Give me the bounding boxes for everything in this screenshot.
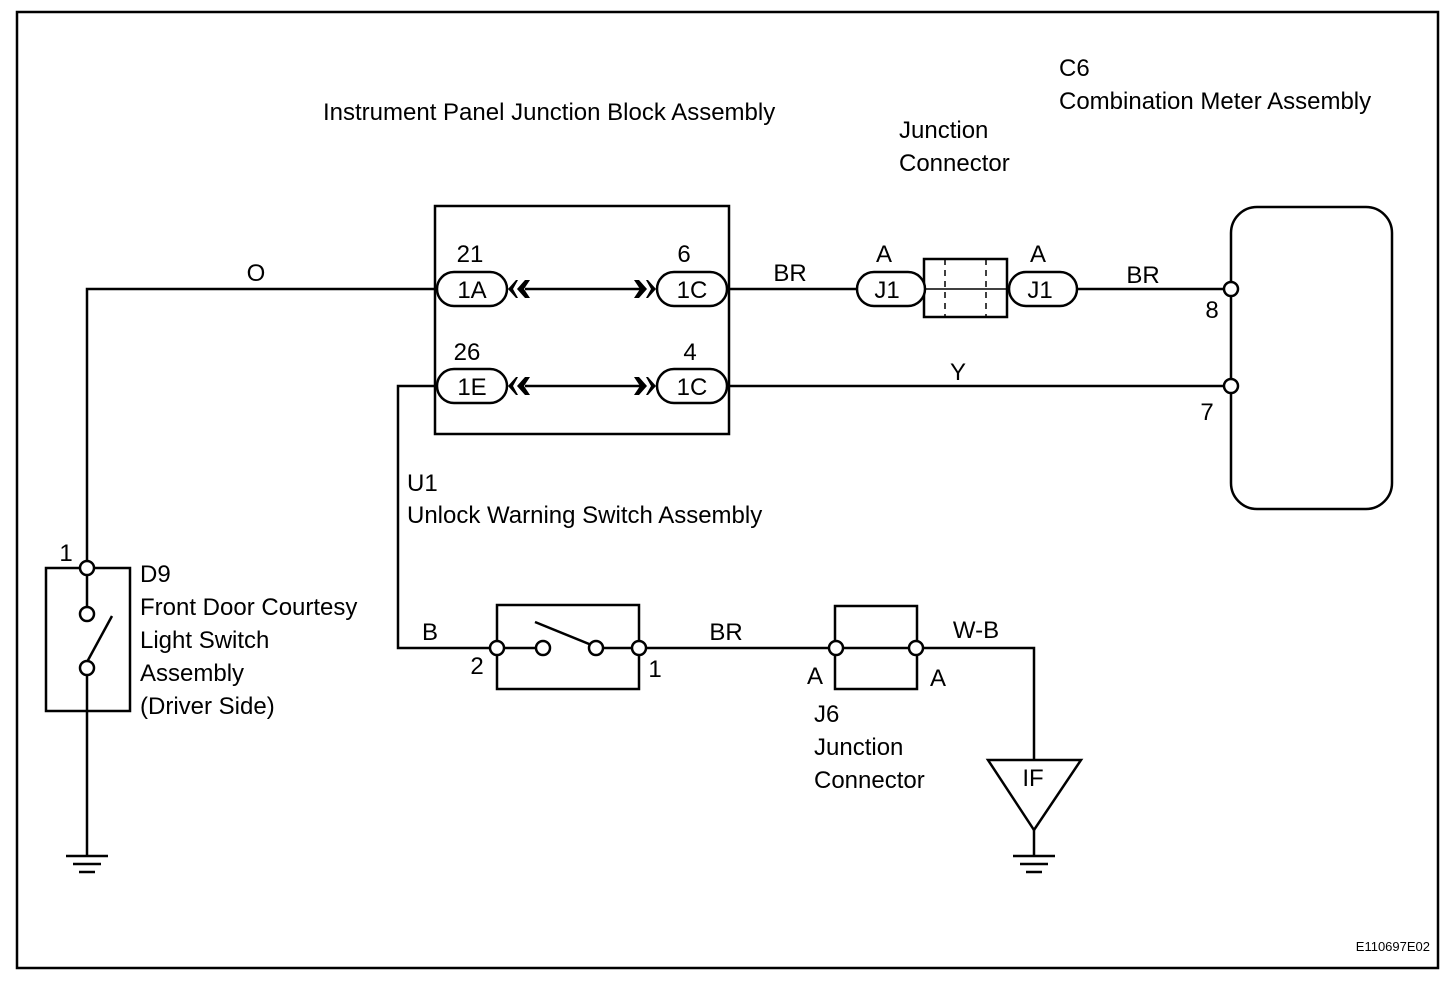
j6-terminal-right xyxy=(907,639,925,657)
connector-1c-top xyxy=(655,270,729,308)
j1-right-plug xyxy=(1007,270,1079,308)
jb-arrow-left-bottom xyxy=(508,377,530,395)
jb-arrow-right-bottom xyxy=(634,377,656,395)
connector-1c-bottom xyxy=(655,367,729,405)
meter-name: Combination Meter Assembly xyxy=(1059,88,1371,115)
pin-4: 4 xyxy=(683,339,696,366)
door-switch-name-line1: Front Door Courtesy xyxy=(140,594,357,621)
j1-connector-body xyxy=(922,257,1009,319)
connector-1e-label: 1E xyxy=(457,374,486,401)
pin-6: 6 xyxy=(677,241,690,268)
meter-terminal-8 xyxy=(1222,280,1240,298)
door-switch-name-line2: Light Switch xyxy=(140,627,269,654)
connector-1a-label: 1A xyxy=(457,277,486,304)
unlock-switch-contact-right xyxy=(587,639,605,657)
connector-1c-bottom-label: 1C xyxy=(677,374,708,401)
ground-point-triangle xyxy=(985,758,1084,833)
junction-connector-title-line2: Connector xyxy=(899,150,1010,177)
unlock-switch-blade xyxy=(534,620,595,648)
ground-icon-door xyxy=(66,854,108,874)
j6-name-line1: Junction xyxy=(814,734,903,761)
wire-wb xyxy=(922,646,1036,760)
j6-terminal-left xyxy=(827,639,845,657)
junction-block-title: Instrument Panel Junction Block Assembly xyxy=(323,99,775,126)
door-switch-terminal-1 xyxy=(78,559,96,577)
wire-label-br-top-left: BR xyxy=(773,260,806,287)
connector-1c-top-label: 1C xyxy=(677,277,708,304)
j6-pin-right: A xyxy=(930,665,946,692)
unlock-switch-code: U1 xyxy=(407,470,438,497)
unlock-switch-terminal-1 xyxy=(630,639,648,657)
ground-icon-if xyxy=(1013,854,1055,874)
pin-8: 8 xyxy=(1205,297,1218,324)
pin-1-unlock: 1 xyxy=(648,656,661,683)
pin-21: 21 xyxy=(457,241,484,268)
connector-1e xyxy=(435,367,509,405)
j1-left-pin: A xyxy=(876,241,892,268)
wire-b xyxy=(396,384,497,650)
door-switch-name-line4: (Driver Side) xyxy=(140,693,275,720)
j1-left-plug xyxy=(855,270,927,308)
wire-o xyxy=(85,287,437,568)
j6-name-line2: Connector xyxy=(814,767,925,794)
door-switch-name-line3: Assembly xyxy=(140,660,244,687)
door-switch-contact-bottom xyxy=(78,659,96,677)
wire-label-b: B xyxy=(422,619,438,646)
pin-7: 7 xyxy=(1200,399,1213,426)
junction-connector-title-line1: Junction xyxy=(899,117,988,144)
jb-arrow-left-top xyxy=(508,280,530,298)
connector-1a xyxy=(435,270,509,308)
meter-terminal-7 xyxy=(1222,377,1240,395)
diagram-frame xyxy=(15,10,1440,970)
door-switch-code: D9 xyxy=(140,561,171,588)
j6-pin-left: A xyxy=(807,663,823,690)
pin-1-door: 1 xyxy=(59,540,72,567)
wire-label-wb: W-B xyxy=(953,617,999,644)
pin-26: 26 xyxy=(454,339,481,366)
door-switch-blade xyxy=(85,615,114,663)
j6-code: J6 xyxy=(814,701,839,728)
unlock-switch-name: Unlock Warning Switch Assembly xyxy=(407,502,762,529)
wire-label-y: Y xyxy=(950,359,966,386)
combination-meter-box xyxy=(1229,205,1394,511)
meter-code: C6 xyxy=(1059,55,1090,82)
unlock-switch-terminal-2 xyxy=(488,639,506,657)
j1-right-pin: A xyxy=(1030,241,1046,268)
wire-label-br-top-right: BR xyxy=(1126,262,1159,289)
unlock-switch-contact-left xyxy=(534,639,552,657)
wire-label-br-bottom: BR xyxy=(709,619,742,646)
j1-left-label: J1 xyxy=(874,277,899,304)
ground-point-label: IF xyxy=(1022,765,1043,792)
wire-label-o: O xyxy=(247,260,266,287)
jb-arrow-right-top xyxy=(634,280,656,298)
door-switch-contact-top xyxy=(78,605,96,623)
j1-right-label: J1 xyxy=(1027,277,1052,304)
figure-code: E110697E02 xyxy=(1356,939,1430,954)
pin-2-unlock: 2 xyxy=(470,653,483,680)
